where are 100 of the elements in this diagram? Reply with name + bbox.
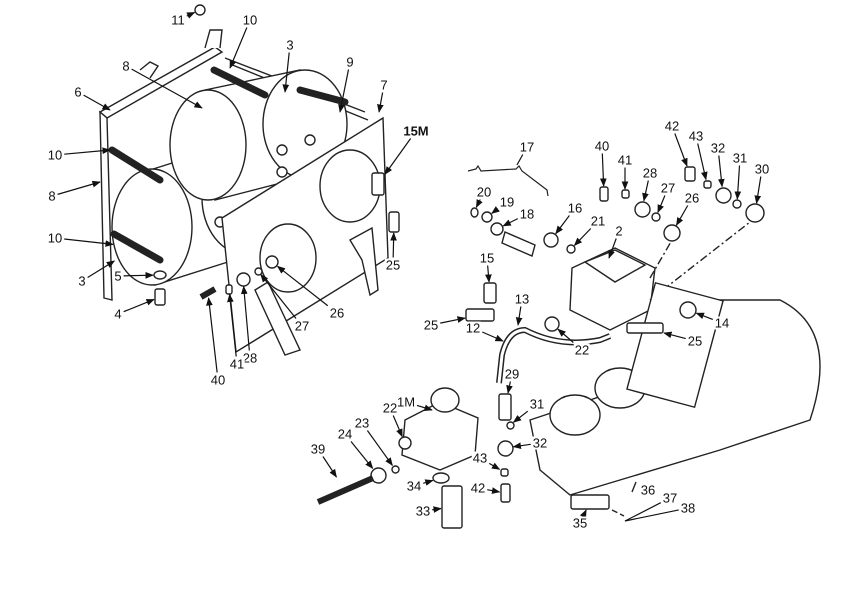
fitting-part: [499, 394, 511, 420]
leader-line: [384, 138, 412, 175]
leader-line: [506, 381, 513, 394]
rod-part: [201, 289, 215, 297]
leader-line: [64, 147, 111, 155]
leader-line: [608, 238, 617, 259]
fitting-part: [685, 167, 695, 181]
leader-line: [476, 199, 483, 208]
fitting-part: [622, 190, 628, 198]
leader-line: [512, 410, 528, 423]
callout-number: 38: [680, 502, 696, 514]
callout-number: 10: [242, 14, 258, 26]
round-part: [652, 213, 660, 221]
leader-line: [131, 68, 203, 109]
callout-number: 16: [566, 202, 584, 214]
callout-number: 26: [684, 192, 700, 204]
leader-line: [482, 331, 504, 342]
callout-number: 18: [518, 208, 536, 220]
leader-line: [557, 328, 574, 343]
leader-line: [674, 133, 688, 167]
leader-line: [322, 456, 337, 478]
leader-line: [555, 215, 570, 234]
leader-line: [734, 165, 742, 200]
fitting-part: [389, 212, 399, 232]
leader-line: [260, 274, 296, 319]
leader-line: [718, 155, 725, 188]
leader-line: [491, 206, 500, 214]
leader-line: [124, 272, 154, 279]
leader-line: [240, 286, 250, 351]
callout-number: 6: [73, 86, 83, 98]
leader-line: [392, 415, 403, 438]
fitting-part: [484, 283, 496, 303]
leader-line: [574, 228, 592, 246]
callout-number: 32: [532, 436, 548, 450]
leader-line: [516, 306, 522, 326]
leader-line: [206, 297, 218, 373]
leader-line: [754, 176, 762, 204]
callout-number: 31: [732, 152, 748, 164]
leader-line: [57, 180, 101, 195]
callout-number: 20: [476, 186, 492, 198]
callout-number: 27: [294, 320, 310, 332]
round-part: [634, 202, 650, 216]
round-part: [664, 225, 680, 241]
callout-number: 9: [345, 56, 355, 68]
leader-line: [600, 153, 607, 187]
leader-line: [276, 266, 328, 306]
callout-number: 3: [77, 274, 87, 288]
leader-line: [227, 294, 237, 357]
callout-number: 21: [590, 214, 606, 228]
leader-line: [350, 441, 374, 470]
round-part: [236, 272, 250, 286]
leader-line: [642, 180, 649, 202]
callout-number: 25: [686, 334, 704, 348]
round-part: [506, 422, 514, 428]
leader-line: [487, 487, 500, 494]
callout-number: 3: [285, 38, 295, 52]
callout-number: 7: [379, 78, 389, 92]
round-part: [545, 317, 559, 331]
leader-line: [83, 94, 111, 111]
callout-number: 1M: [396, 396, 416, 408]
leader-line: [502, 218, 518, 226]
round-part: [195, 5, 205, 15]
fitting-part: [155, 289, 165, 305]
leader-line: [282, 52, 290, 93]
leader-line: [440, 316, 466, 324]
callout-number: 34: [406, 480, 422, 492]
callout-number: 14: [714, 316, 730, 330]
leader-line: [696, 312, 713, 320]
round-part: [266, 256, 278, 268]
callout-number: 25: [422, 318, 440, 332]
round-part: [680, 302, 696, 318]
bracket: [468, 166, 548, 196]
callout-number: 40: [210, 374, 226, 386]
callout-number: 15M: [402, 124, 430, 138]
callout-number: 5: [113, 270, 123, 282]
round-part: [567, 245, 575, 253]
callout-number: 31: [528, 398, 546, 410]
leader-line: [390, 232, 397, 258]
callout-number: 15: [478, 252, 496, 264]
round-part: [491, 223, 503, 235]
round-part: [399, 437, 411, 449]
fitting-part: [500, 468, 508, 476]
callout-number: 33: [414, 504, 432, 518]
leader-line: [186, 12, 196, 19]
fitting-part: [704, 180, 710, 188]
callout-number: 26: [328, 306, 346, 320]
callout-number: 13: [514, 292, 530, 306]
callout-number: 42: [664, 120, 680, 132]
callout-number: 41: [228, 358, 246, 370]
callout-number: 32: [710, 142, 726, 154]
callout-number: 10: [46, 232, 64, 244]
leader-line: [229, 27, 248, 69]
fitting-part: [466, 309, 494, 321]
round-part: [716, 188, 730, 202]
leader-line: [580, 509, 587, 518]
leader-line: [64, 238, 114, 247]
fitting-part: [571, 495, 609, 509]
round-part: [254, 268, 262, 274]
leader-line: [516, 154, 524, 166]
callout-number: 11: [170, 14, 186, 26]
